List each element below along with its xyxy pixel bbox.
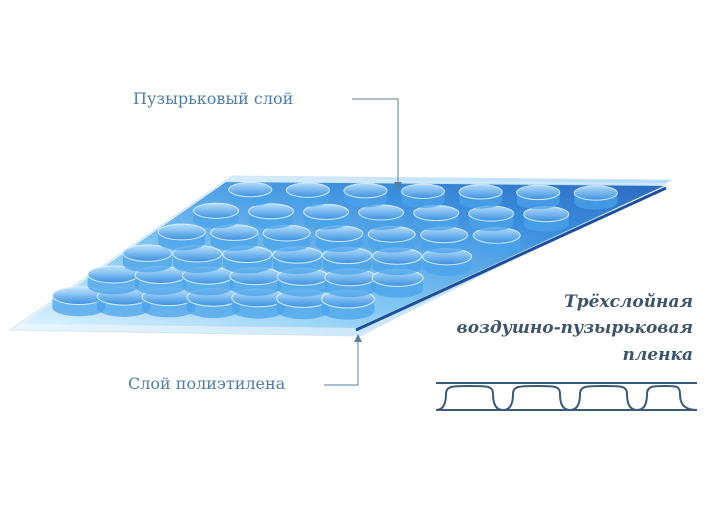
bubble — [285, 182, 330, 207]
bubble — [413, 205, 460, 231]
bubble — [472, 227, 521, 254]
bubble — [192, 202, 240, 229]
bubble — [400, 183, 446, 209]
bubble — [573, 185, 618, 210]
bubble — [228, 181, 273, 207]
bubble-layer-label: Пузырьковый слой — [133, 89, 294, 108]
leader-line-polyethylene — [324, 338, 359, 386]
bubble — [468, 205, 515, 232]
bubble — [51, 286, 106, 317]
bubble-grid — [51, 181, 618, 320]
title-line-2: воздушно-пузырьковая — [456, 318, 693, 338]
bubble — [458, 184, 503, 209]
bubble — [358, 204, 405, 231]
bubble — [523, 206, 570, 232]
bubble — [87, 265, 140, 295]
polyethylene-layer-label: Слой полиэтилена — [128, 374, 286, 393]
title-line-3: пленка — [622, 345, 693, 365]
bubble — [248, 203, 295, 229]
leader-arrow-polyethylene — [354, 334, 362, 342]
bubble — [210, 224, 259, 251]
sheet-back-edge — [225, 179, 667, 185]
bubble — [262, 224, 311, 252]
bubble — [157, 223, 206, 251]
bubble — [367, 225, 416, 253]
bubble — [303, 203, 350, 230]
bubble — [141, 287, 196, 318]
bubble — [420, 226, 469, 254]
bubble — [122, 244, 173, 273]
sheet-right-edge — [355, 186, 667, 332]
title-line-1: Трёхслойная — [564, 292, 693, 312]
leader-line-bubble-layer — [352, 98, 399, 186]
leader-arrow-bubble-layer — [394, 182, 402, 190]
bubble — [343, 182, 388, 208]
bubble — [516, 184, 561, 210]
cross-section-diagram — [435, 382, 698, 412]
bubble — [315, 225, 364, 253]
